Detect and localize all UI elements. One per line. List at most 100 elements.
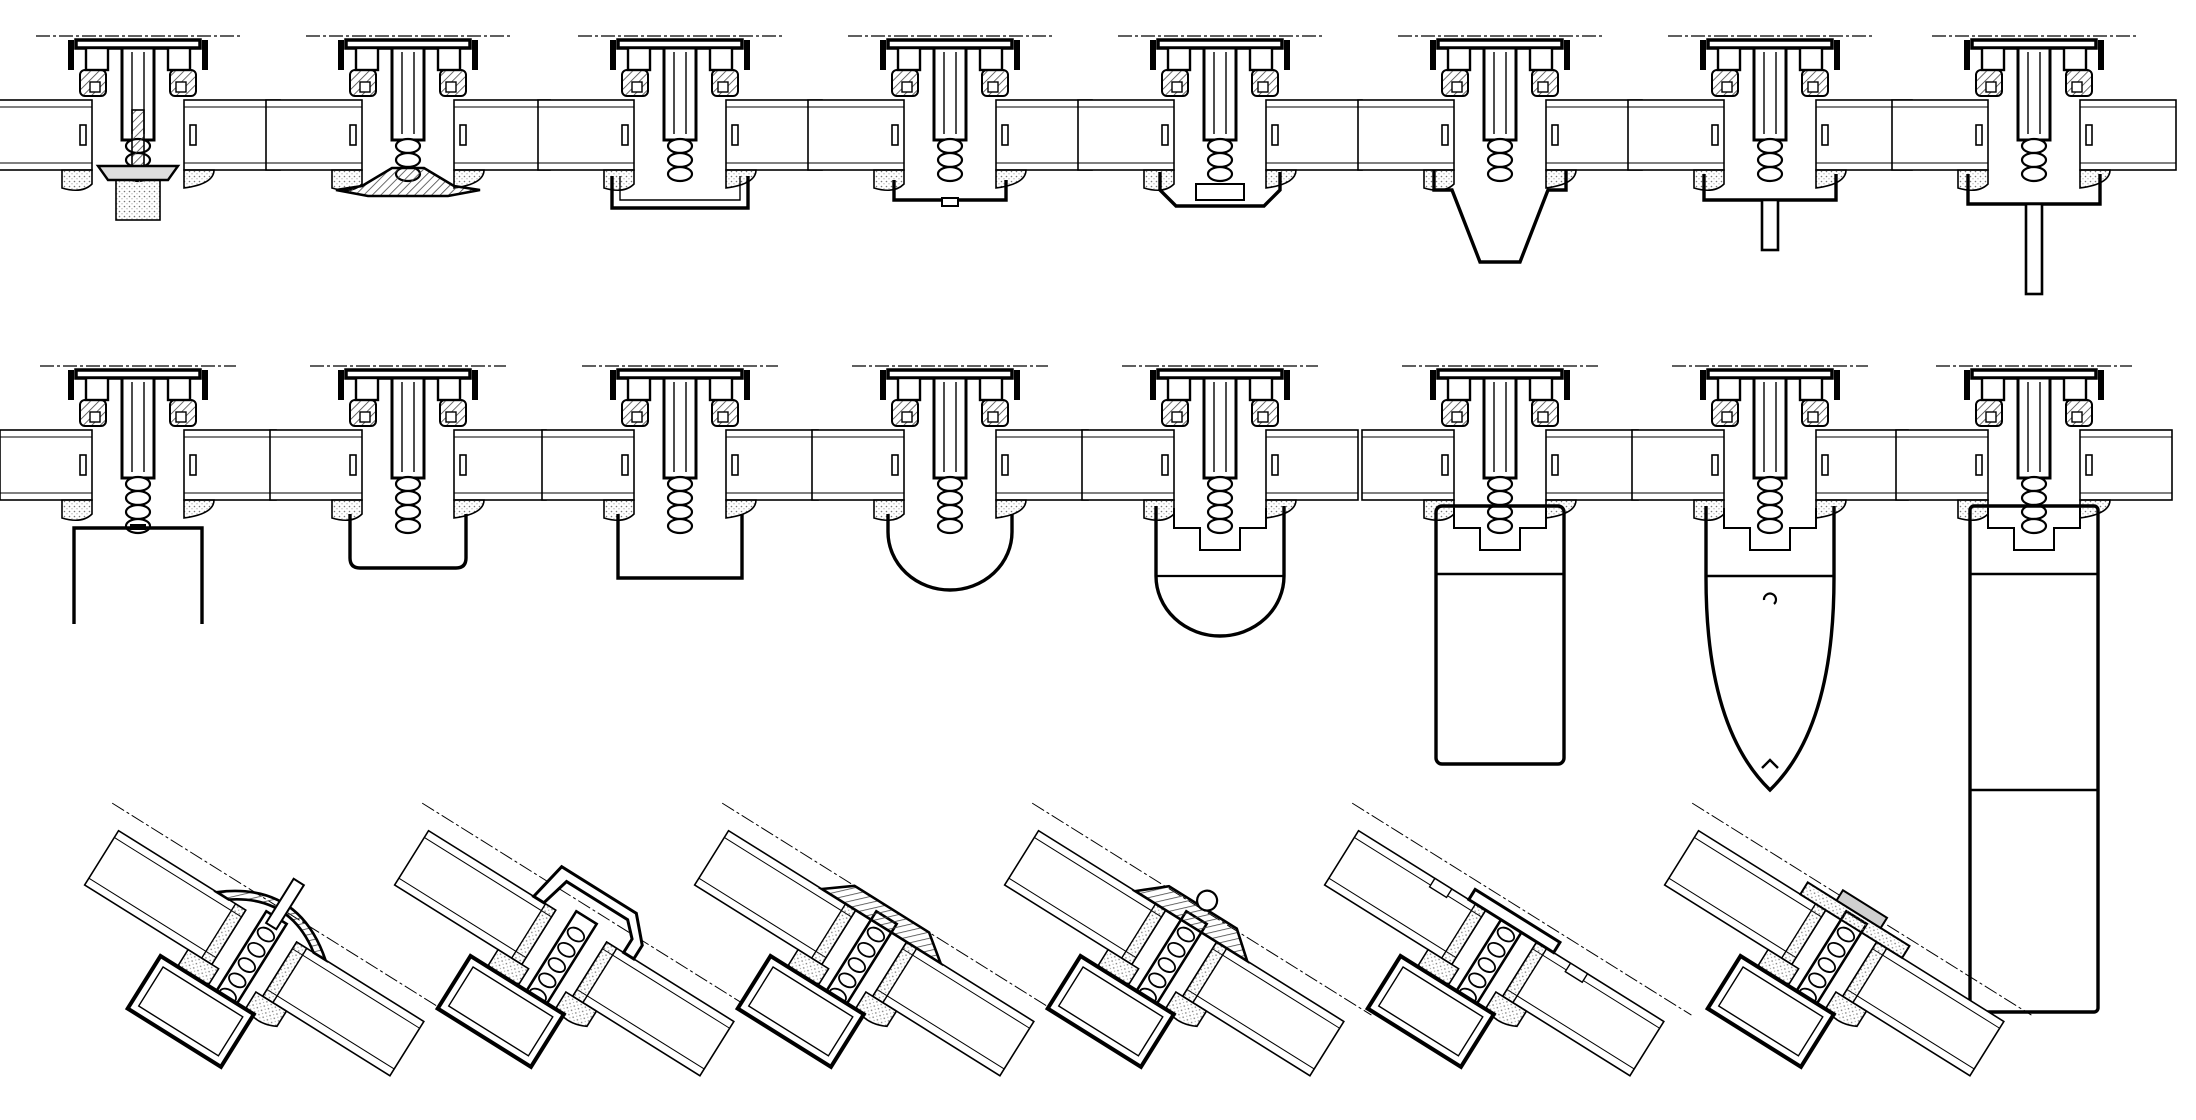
clip-hook: [1762, 592, 1778, 605]
isolator-link: [1808, 972, 1827, 989]
pressure-plate: [1466, 887, 1563, 955]
mullion-web: [662, 376, 698, 480]
left-glass-panel: [1891, 99, 1989, 171]
cover-cap: [1131, 884, 1250, 965]
gasket-core: [175, 411, 187, 423]
mullion-left-lip: [1700, 370, 1706, 400]
spacer-bar: [1564, 962, 1589, 984]
channel-clip: [130, 524, 146, 530]
detail-d8: [1891, 35, 2177, 296]
detail-d5: [1077, 35, 1363, 208]
isolator-link: [1477, 957, 1496, 973]
isolator-link: [124, 475, 152, 493]
mullion-right-lip: [2098, 370, 2104, 400]
spacer-bar: [79, 454, 87, 476]
spacer-bar: [1711, 124, 1719, 146]
spacer-bar: [891, 124, 899, 146]
spacer-bar: [731, 124, 739, 146]
glass-pane-line: [1532, 948, 1660, 1029]
detail-d14: [1361, 365, 1639, 766]
gasket-core: [1257, 81, 1269, 93]
detail-d11: [541, 365, 819, 580]
fixing-screw: [264, 877, 306, 931]
gasket-core: [89, 411, 101, 423]
spacer-bar: [1711, 454, 1719, 476]
spacer-bar: [2085, 454, 2093, 476]
isolator-link: [2020, 517, 2048, 535]
glass-pane-line: [1694, 837, 1822, 918]
isolator-link: [1468, 972, 1487, 989]
cover-cap: [610, 176, 750, 210]
bottom-gasket: [453, 169, 485, 189]
gasket-core: [987, 411, 999, 423]
left-glass-panel: [1627, 99, 1725, 171]
spacer-bar: [1551, 124, 1559, 146]
spacer-bar: [621, 454, 629, 476]
bottom-gasket: [873, 169, 905, 192]
mullion-left-lip: [1964, 370, 1970, 400]
isolator-link: [666, 503, 694, 521]
mullion-left-lip: [610, 370, 616, 400]
spacer-bar: [189, 454, 197, 476]
cover-plate: [1835, 888, 1889, 930]
mullion-side-chamber: [978, 46, 1004, 72]
mullion-side-chamber: [2062, 46, 2088, 72]
glass-pane-line: [1354, 837, 1482, 918]
isolator-link: [538, 972, 557, 989]
isolator-link: [1206, 517, 1234, 535]
detail-d10: [269, 365, 547, 570]
left-glass-panel: [0, 99, 93, 171]
mullion-web: [2016, 376, 2052, 480]
cover-cap: [1154, 506, 1286, 638]
cover-cap: [886, 514, 1014, 592]
glass-pane-line: [1008, 877, 1137, 959]
left-glass-panel: [1357, 99, 1455, 171]
glass-pane-line: [902, 948, 1030, 1029]
cover-screw-head: [941, 197, 959, 207]
cover-cap-core: [1195, 183, 1245, 201]
bottom-gasket: [1423, 169, 1455, 192]
isolator-link: [228, 972, 247, 989]
backing-tube-inner: [447, 966, 554, 1057]
cover-cap: [1434, 504, 1566, 766]
cover-cap-inner: [619, 176, 741, 201]
isolator-link: [2020, 475, 2048, 493]
bottom-gasket: [61, 169, 93, 192]
cover-cap: [213, 889, 328, 964]
right-glass-panel: [1545, 429, 1639, 501]
bottom-gasket: [1265, 499, 1297, 519]
gasket-core: [987, 81, 999, 93]
mullion-side-chamber: [708, 46, 734, 72]
mullion-right-lip: [1564, 370, 1570, 400]
left-glass-panel: [541, 429, 635, 501]
mullion-web: [2016, 46, 2052, 142]
mullion-left-lip: [1700, 40, 1706, 70]
spacer-bar: [459, 454, 467, 476]
gasket-core: [1807, 81, 1819, 93]
backing-tube: [1704, 953, 1837, 1070]
spacer-bar: [1441, 124, 1449, 146]
mullion-left-lip: [68, 40, 74, 70]
bottom-gasket: [331, 499, 363, 522]
isolator-link: [936, 137, 964, 155]
cover-insert: [1453, 508, 1547, 551]
mullion-web: [662, 46, 698, 142]
isolator-link: [936, 165, 964, 183]
gasket-core: [2071, 411, 2083, 423]
mullion-side-chamber: [166, 376, 192, 402]
isolator-link: [557, 941, 576, 958]
right-glass-panel: [453, 99, 551, 171]
detail-d12: [811, 365, 1089, 592]
mullion-side-chamber: [708, 376, 734, 402]
gasket-core: [359, 411, 371, 423]
right-glass-panel: [1265, 99, 1363, 171]
isolator-link: [1756, 475, 1784, 493]
isolator-link: [124, 489, 152, 507]
mullion-side-chamber: [84, 46, 110, 72]
isolator-link: [847, 957, 866, 973]
bottom-gasket: [183, 169, 215, 189]
reference-line: [111, 802, 452, 1016]
detail-d15: [1631, 365, 1909, 793]
mullion-side-chamber: [436, 46, 462, 72]
gasket-core: [717, 411, 729, 423]
